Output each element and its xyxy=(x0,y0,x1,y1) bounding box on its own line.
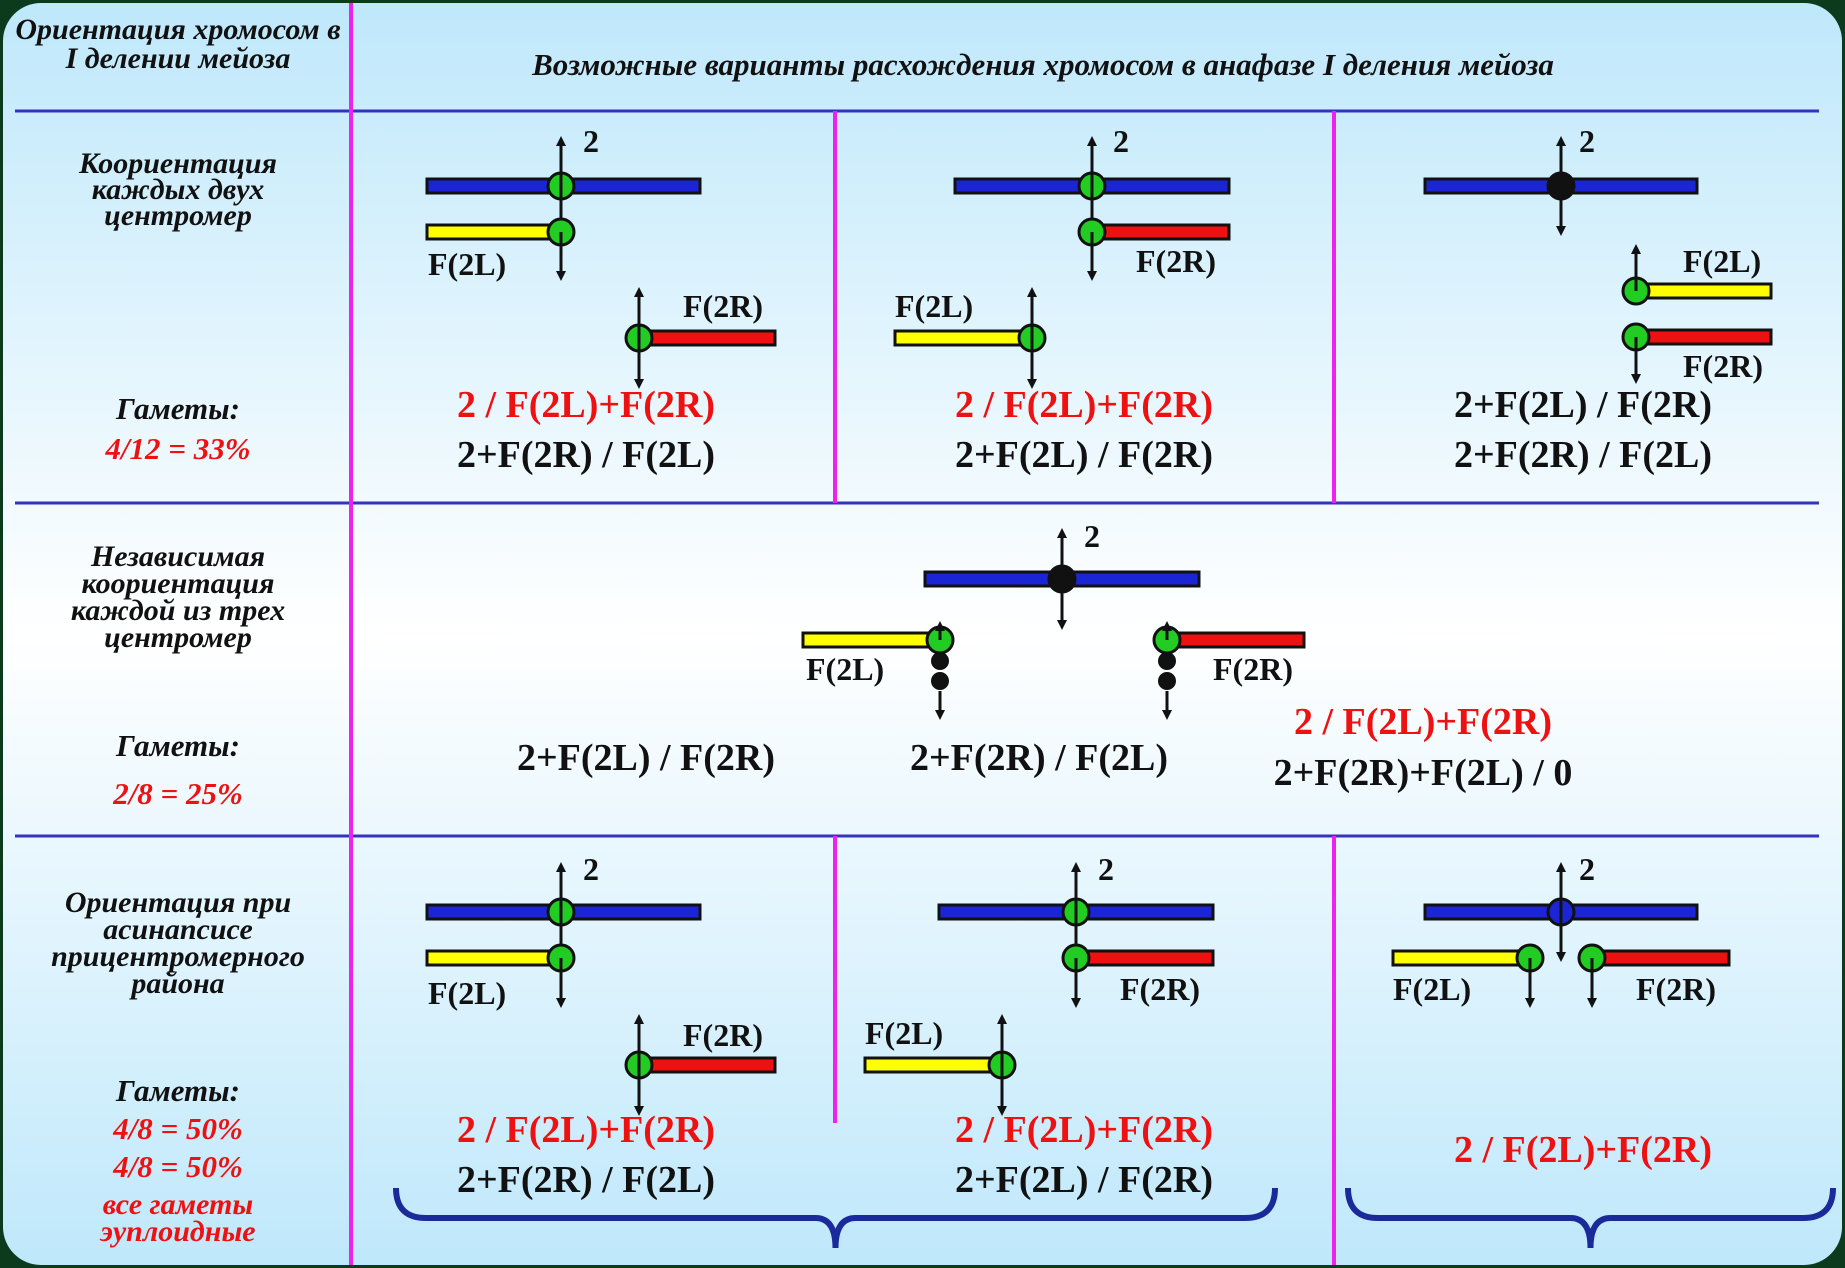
row1-c1-result-1: 2 / F(2L)+F(2R) xyxy=(456,384,716,426)
chr2-label: 2 xyxy=(1579,851,1595,887)
f2l-label: F(2L) xyxy=(1683,243,1762,279)
row1-gametes-label: Гаметы: xyxy=(116,391,240,426)
chromosome-f2l xyxy=(425,949,563,967)
chromosome-diagram xyxy=(15,3,1836,1265)
chr2-label: 2 xyxy=(1579,123,1595,159)
chromosome-f2r xyxy=(1590,949,1731,967)
chr2-label: 2 xyxy=(1098,851,1114,887)
row1-c1-result-2: 2+F(2R) / F(2L) xyxy=(456,434,716,476)
centromere-dot xyxy=(931,652,949,670)
f2r-label: F(2R) xyxy=(683,288,763,324)
f2l-label: F(2L) xyxy=(895,288,974,324)
chromosome-f2l xyxy=(863,1056,1004,1074)
chromosome-f2l xyxy=(801,631,942,649)
f2l-label: F(2L) xyxy=(865,1015,944,1051)
row3-c1-result-2: 2+F(2R) / F(2L) xyxy=(456,1159,716,1201)
row3-c2-result-1: 2 / F(2L)+F(2R) xyxy=(954,1109,1214,1151)
f2r-label: F(2R) xyxy=(1136,243,1216,279)
row3-gametes-value-2: 4/8 = 50% xyxy=(113,1149,243,1184)
chr2-label: 2 xyxy=(1084,518,1100,554)
f2l-label: F(2L) xyxy=(806,651,885,687)
row2-result-4: 2+F(2R)+F(2L) / 0 xyxy=(1273,752,1573,794)
centromere-dot xyxy=(1158,672,1176,690)
chromosome-f2l xyxy=(1391,949,1532,967)
chromosome-f2r xyxy=(637,1056,777,1074)
chromosome-f2l xyxy=(893,329,1034,347)
row1-c2-result-1: 2 / F(2L)+F(2R) xyxy=(954,384,1214,426)
row2-result-1: 2+F(2L) / F(2R) xyxy=(516,737,776,779)
row3-gametes-label: Гаметы: xyxy=(116,1073,240,1108)
f2r-label: F(2R) xyxy=(683,1017,763,1053)
row3-c1-result-1: 2 / F(2L)+F(2R) xyxy=(456,1109,716,1151)
chromosome-f2r xyxy=(1634,328,1773,346)
chromosome-f2l xyxy=(425,223,563,241)
row2-result-2: 2+F(2R) / F(2L) xyxy=(909,737,1169,779)
f2r-label: F(2R) xyxy=(1120,971,1200,1007)
chromosome-f2r xyxy=(637,329,777,347)
header-right: Возможные варианты расхождения хромосом … xyxy=(532,47,1554,82)
chromosome-f2r xyxy=(1090,223,1231,241)
row3-gametes-value-1: 4/8 = 50% xyxy=(113,1111,243,1146)
diagram-panel: Ориентация хромосом в I делении мейоза В… xyxy=(3,3,1842,1265)
f2r-label: F(2R) xyxy=(1683,348,1763,384)
chr2-label: 2 xyxy=(1113,123,1129,159)
f2l-label: F(2L) xyxy=(1393,971,1472,1007)
row3-title: Ориентация при асинапсисе прицентромерно… xyxy=(51,886,305,1000)
row1-gametes-value: 4/12 = 33% xyxy=(105,431,251,466)
chromosome-f2r xyxy=(1074,949,1215,967)
chromosome-f2l xyxy=(1634,282,1773,300)
header-left: Ориентация хромосом в I делении мейоза xyxy=(15,13,341,75)
f2r-label: F(2R) xyxy=(1636,971,1716,1007)
f2l-label: F(2L) xyxy=(428,975,507,1011)
centromere-dot xyxy=(1158,652,1176,670)
row2-title: Независимая коориентация каждой из трех … xyxy=(70,540,286,654)
row2-gametes-label: Гаметы: xyxy=(116,728,240,763)
row3-c3-result-1: 2 / F(2L)+F(2R) xyxy=(1453,1129,1713,1171)
row1-title: Коориентация каждых двух центромер xyxy=(78,147,278,232)
f2l-label: F(2L) xyxy=(428,246,507,282)
row1-c3-result-1: 2+F(2L) / F(2R) xyxy=(1453,384,1713,426)
brace-right xyxy=(1345,1187,1836,1249)
f2r-label: F(2R) xyxy=(1213,651,1293,687)
row3-c2-result-2: 2+F(2L) / F(2R) xyxy=(954,1159,1214,1201)
chr2-label: 2 xyxy=(583,851,599,887)
row2-gametes-value: 2/8 = 25% xyxy=(113,776,243,811)
chr2-label: 2 xyxy=(583,123,599,159)
chromosome-f2r xyxy=(1165,631,1306,649)
centromere-dot xyxy=(931,672,949,690)
row1-c2-result-2: 2+F(2L) / F(2R) xyxy=(954,434,1214,476)
row1-c3-result-2: 2+F(2R) / F(2L) xyxy=(1453,434,1713,476)
brace-left xyxy=(393,1187,1278,1249)
row3-note: все гаметы эуплоидные xyxy=(100,1188,256,1248)
row2-result-3: 2 / F(2L)+F(2R) xyxy=(1293,701,1553,743)
